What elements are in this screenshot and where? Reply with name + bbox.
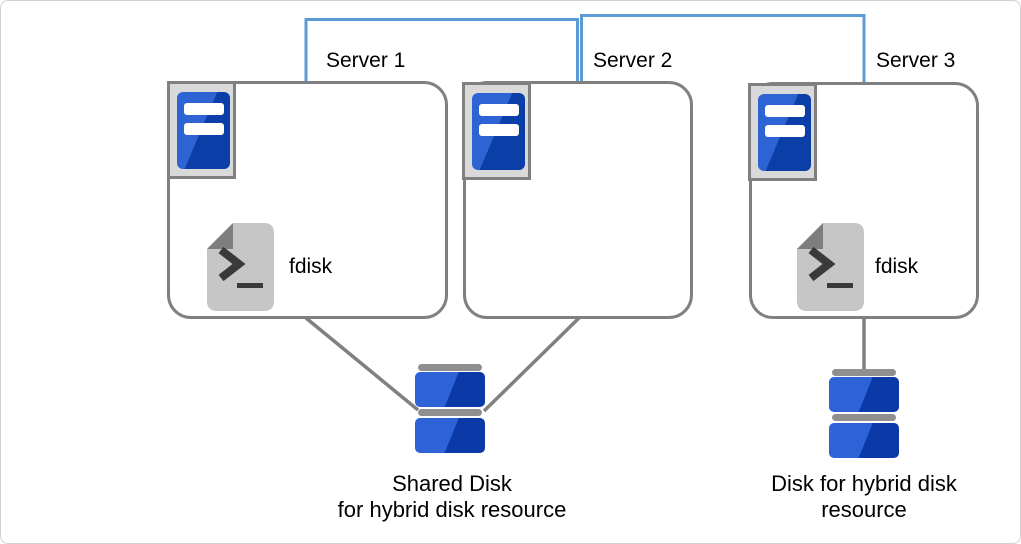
server-1-tool-label: fdisk	[289, 255, 333, 278]
server-1-label: Server 1	[326, 49, 406, 72]
server-3-label: Server 3	[876, 49, 956, 72]
server-2-label: Server 2	[593, 49, 673, 72]
server-3-tool-label: fdisk	[875, 255, 919, 278]
hybrid-disk-label: Disk for hybrid disk resource	[764, 471, 964, 523]
network-connector-server2-server3	[580, 14, 866, 85]
network-connector-server1-server2	[304, 18, 579, 85]
hybrid-disk-label-line1: Disk for hybrid disk	[771, 471, 957, 496]
shared-disk-label: Shared Disk for hybrid disk resource	[327, 471, 577, 523]
shared-disk-label-line1: Shared Disk	[392, 471, 512, 496]
server-tower-icon	[748, 83, 817, 181]
hybrid-disk-icon	[829, 368, 899, 458]
shell-script-icon	[207, 223, 274, 311]
shared-disk-icon	[415, 363, 485, 453]
shell-script-icon	[797, 223, 864, 311]
disk-connector-server1	[304, 316, 420, 412]
shared-disk-label-line2: for hybrid disk resource	[337, 497, 567, 522]
disk-connector-server2	[482, 316, 581, 413]
server-tower-icon	[462, 82, 531, 180]
hybrid-disk-label-line2: resource	[821, 497, 907, 522]
server-2-box	[463, 81, 693, 319]
server-tower-icon	[167, 81, 236, 179]
